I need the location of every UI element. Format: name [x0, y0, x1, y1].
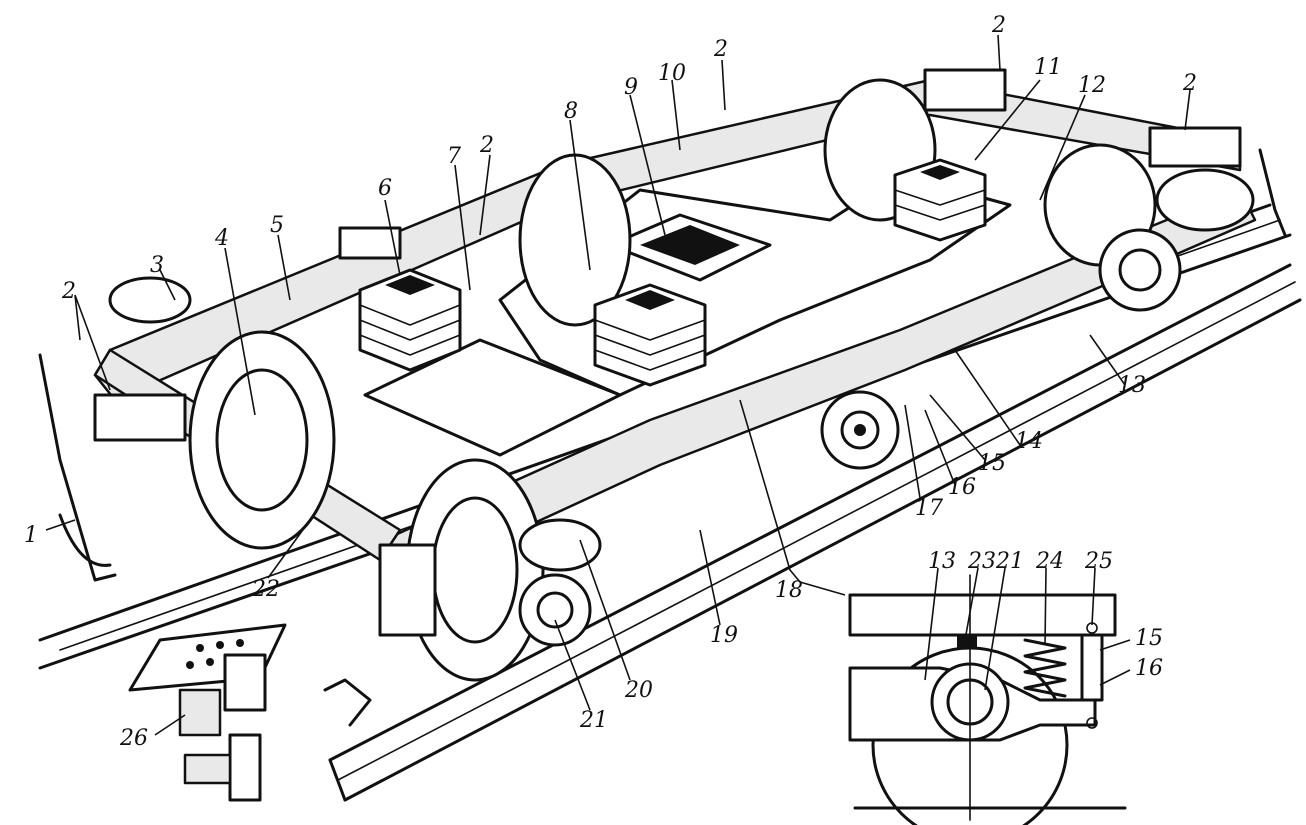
callout-2: 2: [991, 13, 1006, 38]
inset-frame-beam: [848, 593, 1117, 637]
air-springs: [358, 158, 987, 387]
callout-2: 2: [61, 279, 76, 304]
block-left-top: [338, 226, 402, 260]
callout-22: 22: [251, 577, 280, 602]
callout-18: 18: [775, 578, 803, 603]
wheel-rear-left-rim: [215, 368, 309, 512]
callout-labels: 1 2 2 2 2 2 3 4 5 6 7 8 9 10 11 12 13 14…: [24, 13, 1197, 751]
rail-front-mid: [337, 281, 1296, 781]
callout-19: 19: [710, 623, 738, 648]
bracket-lower-pad: [183, 753, 232, 785]
callout-17: 17: [915, 496, 943, 521]
brake-cylinders: [108, 168, 1255, 572]
end-blocks: [93, 68, 1242, 637]
brake-cylinder-right: [1155, 168, 1255, 232]
callout-16: 16: [1135, 656, 1163, 681]
block-far-right: [1148, 126, 1242, 168]
callout-26: 26: [119, 726, 148, 751]
callout-15: 15: [1135, 626, 1163, 651]
callout-24: 24: [1035, 549, 1064, 574]
hanger-left: [38, 353, 117, 582]
inset-spring: [1023, 638, 1067, 698]
block-front: [378, 543, 437, 637]
brake-cylinder-front: [518, 518, 602, 572]
callout-16: 16: [948, 475, 976, 500]
callout-4: 4: [214, 226, 229, 251]
callout-21: 21: [995, 549, 1024, 574]
hangers: [38, 148, 1287, 727]
rail-front-bottom: [343, 298, 1302, 802]
callout-9: 9: [624, 75, 638, 100]
callout-15: 15: [978, 451, 1006, 476]
axlebox-right: [1098, 228, 1182, 312]
bracket-pad: [178, 688, 222, 737]
brake-cylinder-left: [108, 276, 192, 324]
axlebox-front-left-inner: [536, 591, 574, 629]
inset-axlebox: [848, 574, 1127, 825]
bracket-body: [223, 653, 267, 712]
hanger-front: [323, 678, 372, 727]
callout-6: 6: [378, 176, 392, 201]
brake-hose-left: [58, 513, 112, 567]
callout-7: 7: [447, 144, 461, 169]
callout-20: 20: [624, 678, 653, 703]
callout-5: 5: [270, 213, 284, 238]
wheel-rear-left: [188, 330, 336, 550]
bracket-lower: [228, 733, 262, 802]
callout-1: 1: [24, 523, 38, 548]
callout-21: 21: [579, 708, 608, 733]
axlebox-right-inner: [1118, 248, 1162, 292]
block-left: [93, 393, 187, 442]
callout-2: 2: [1182, 71, 1197, 96]
leader-lines: [45, 34, 1191, 736]
callout-3: 3: [150, 253, 164, 278]
callout-2: 2: [479, 133, 494, 158]
callout-10: 10: [658, 61, 686, 86]
axlebox-center-hub: [854, 424, 866, 436]
inset-bracket: [128, 623, 287, 802]
callout-2: 2: [713, 37, 728, 62]
air-spring-left: [358, 268, 462, 372]
hanger-right: [1258, 148, 1287, 237]
axlebox-front-left: [518, 573, 592, 647]
callout-12: 12: [1078, 73, 1106, 98]
axlebox-center-inner: [840, 410, 880, 450]
block-top-right: [923, 68, 1007, 112]
inset-damper-pin-bottom: [1086, 717, 1098, 729]
callout-8: 8: [564, 99, 578, 124]
callout-13: 13: [1118, 373, 1146, 398]
callout-23: 23: [967, 549, 996, 574]
inset-damper: [1080, 633, 1104, 702]
callout-25: 25: [1084, 549, 1113, 574]
callout-13: 13: [928, 549, 956, 574]
air-spring-center: [593, 283, 707, 387]
rail-front-end: [328, 758, 347, 802]
wheelsets: [188, 78, 1182, 682]
air-spring-right: [893, 158, 987, 242]
callout-14: 14: [1015, 429, 1043, 454]
callout-11: 11: [1034, 55, 1062, 80]
inset-stop: [957, 636, 977, 648]
